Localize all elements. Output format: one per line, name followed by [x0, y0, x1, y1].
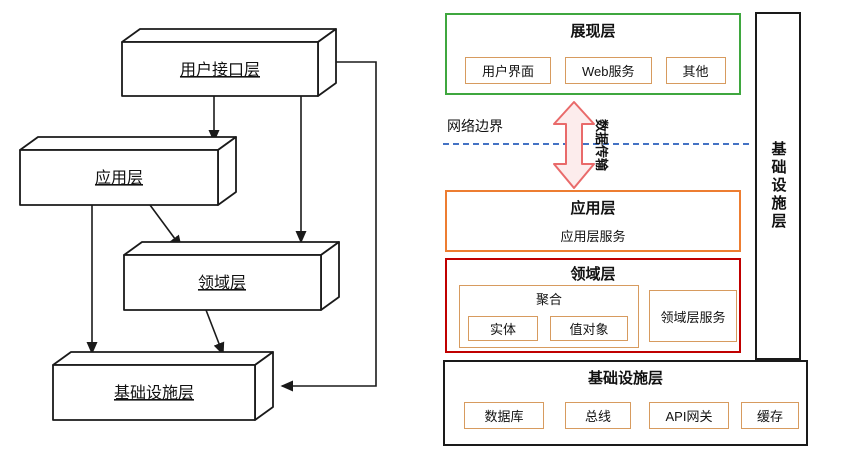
domain-layer-box: 领域层 聚合 实体 值对象 领域层服务 [445, 258, 741, 353]
infrastructure-layer-title: 基础设施层 [587, 370, 663, 387]
infra-item-database: 数据库 [464, 402, 544, 429]
network-boundary-line [443, 143, 749, 145]
infra-item-api-gateway: API网关 [649, 402, 729, 429]
data-transfer-arrow: 数据传输 [553, 101, 609, 189]
box-user-interface-layer: 用户接口层 [121, 28, 337, 97]
layered-boxes-diagram: 用户接口层 应用层 领域层 基础设施层 [19, 28, 377, 421]
presentation-layer-title: 展现层 [570, 23, 616, 40]
box-label-infrastructure: 基础设施层 [114, 384, 194, 402]
infrastructure-sidebar-title: 基础设施层 [769, 141, 787, 231]
domain-layer-title: 领域层 [570, 266, 616, 283]
box-label-application: 应用层 [95, 168, 143, 187]
infrastructure-sidebar-box: 基础设施层 [755, 12, 801, 360]
box-application-layer: 应用层 [19, 136, 237, 206]
presentation-item-other: 其他 [665, 57, 726, 84]
arrow-application-to-domain [149, 204, 182, 249]
aggregate-item-entity: 实体 [468, 316, 538, 341]
network-boundary-label: 网络边界 [447, 118, 503, 134]
data-transfer-label: 数据传输 [594, 119, 609, 172]
infrastructure-layer-box: 基础设施层 数据库 总线 API网关 缓存 [443, 360, 808, 446]
aggregate-box: 聚合 实体 值对象 [459, 285, 639, 348]
box-infrastructure-layer: 基础设施层 [52, 351, 274, 421]
box-domain-layer: 领域层 [123, 241, 340, 311]
presentation-layer-box: 展现层 用户界面 Web服务 其他 [445, 13, 741, 95]
presentation-item-web-service: Web服务 [565, 57, 652, 84]
double-arrow-icon [553, 101, 595, 189]
application-layer-box: 应用层 应用层服务 [445, 190, 741, 252]
domain-service-box: 领域层服务 [649, 290, 737, 342]
application-layer-service-label: 应用层服务 [560, 229, 626, 244]
infra-item-bus: 总线 [565, 402, 631, 429]
arrow-domain-to-infrastructure [205, 309, 225, 356]
box-label-user-interface: 用户接口层 [180, 61, 260, 79]
presentation-item-ui: 用户界面 [465, 57, 552, 84]
infra-item-cache: 缓存 [741, 402, 799, 429]
aggregate-item-value-object: 值对象 [550, 316, 628, 341]
box-label-domain: 领域层 [198, 274, 246, 292]
application-layer-title: 应用层 [570, 200, 616, 217]
aggregate-title: 聚合 [535, 292, 562, 307]
arrow-ui-to-infrastructure [280, 61, 377, 392]
